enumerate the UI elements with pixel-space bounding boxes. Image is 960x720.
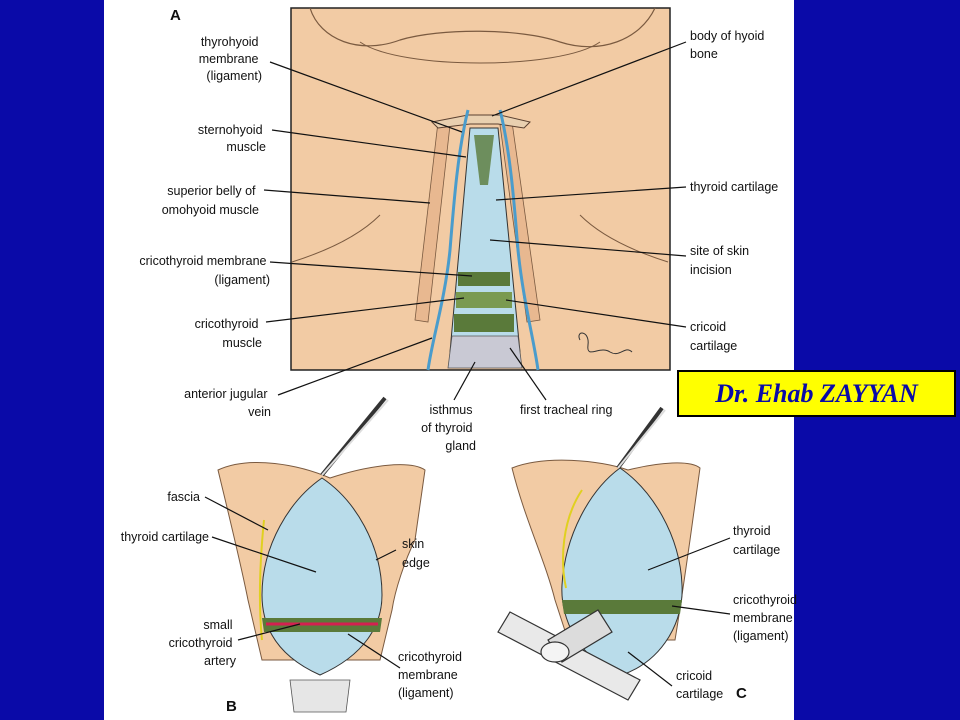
shoulder-right xyxy=(579,214,669,263)
author-credit-badge: Dr. Ehab ZAYYAN xyxy=(677,370,956,417)
leader-membrane-b xyxy=(347,633,401,669)
panel-letter-a: A xyxy=(170,7,181,24)
leader-cricothyroid-muscle xyxy=(265,297,465,323)
label-cricothyroid-muscle: cricothyroid muscle xyxy=(195,317,262,350)
label-cricothyroid-membrane-b: cricothyroid membrane (ligament) xyxy=(398,650,465,700)
tracheal-ring-band xyxy=(454,314,514,332)
panel-b-hook-highlight xyxy=(321,399,389,476)
leader-thyroid-c xyxy=(647,537,731,571)
leaders-c xyxy=(627,537,731,687)
shoulder-left xyxy=(291,214,381,263)
leader-hyoid xyxy=(491,41,687,117)
cricothyroid-membrane-band xyxy=(458,272,510,286)
label-thyroid-cartilage-b: thyroid cartilage xyxy=(121,530,209,544)
panel-c-hook-highlight xyxy=(617,409,666,469)
panel-c-fascia xyxy=(562,489,583,589)
leaders-b xyxy=(204,496,401,669)
leader-cricoid-c xyxy=(627,651,673,687)
leader-thyroid-cartilage xyxy=(495,186,687,201)
panel-c-tube-opening xyxy=(540,641,570,663)
chin-outline xyxy=(359,41,601,64)
label-cricothyroid-membrane-a: cricothyroid membrane (ligament) xyxy=(139,254,270,287)
panel-letter-b: B xyxy=(226,698,237,715)
label-thyrohyoid-membrane: thyrohyoid membrane (ligament) xyxy=(199,35,262,83)
illustrator-signature xyxy=(578,332,633,355)
leader-cricothyroid-membrane xyxy=(269,261,473,277)
leader-fascia xyxy=(204,496,269,531)
leader-thyrohyoid xyxy=(269,61,463,133)
label-isthmus: isthmus of thyroid gland xyxy=(421,403,476,453)
label-superior-belly: superior belly of omohyoid muscle xyxy=(162,184,259,217)
label-thyroid-cartilage-a: thyroid cartilage xyxy=(690,180,778,194)
leader-cricoid xyxy=(505,299,687,328)
label-fascia: fascia xyxy=(167,490,200,504)
jaw-outline xyxy=(309,7,656,48)
label-skin-edge: skin edge xyxy=(402,537,430,570)
left-jugular-vein xyxy=(426,109,470,371)
leader-skin-incision xyxy=(489,239,687,257)
leaders-a xyxy=(263,41,687,401)
label-site-of-skin: site of skin incision xyxy=(690,244,753,277)
right-jugular-vein xyxy=(498,109,540,371)
panel-b-fascia xyxy=(258,519,265,641)
panel-c xyxy=(497,406,701,701)
label-first-tracheal-ring: first tracheal ring xyxy=(520,403,612,417)
panel-b-trachea xyxy=(289,679,351,713)
leader-anterior-jugular xyxy=(277,337,433,396)
label-cricoid-cartilage-c: cricoid cartilage xyxy=(676,669,723,701)
label-thyroid-cartilage-c: thyroid cartilage xyxy=(733,524,780,557)
thyrohyoid-membrane-region xyxy=(474,135,494,185)
label-sternohyoid-muscle: sternohyoid muscle xyxy=(198,123,266,154)
label-body-of-hyoid: body of hyoid bone xyxy=(690,29,768,61)
label-small-artery: small cricothyroid artery xyxy=(169,618,237,668)
thyroid-isthmus xyxy=(447,335,523,369)
label-cricoid-cartilage-a: cricoid cartilage xyxy=(690,320,737,353)
leader-skin-edge xyxy=(375,549,397,561)
label-anterior-jugular: anterior jugular vein xyxy=(184,387,271,419)
leader-superior-belly xyxy=(263,189,431,204)
leader-membrane-c xyxy=(671,605,731,615)
panel-letter-c: C xyxy=(736,685,747,702)
panel-c-cricothyroid-membrane xyxy=(562,600,682,614)
leader-sternohyoid xyxy=(271,129,467,158)
leader-isthmus xyxy=(453,361,476,401)
label-cricothyroid-membrane-c: cricothyroid membrane (ligament) xyxy=(733,593,800,643)
cricoid-band xyxy=(456,292,512,308)
leader-small-artery xyxy=(237,623,301,641)
leader-thyroid-b xyxy=(211,536,317,573)
leader-first-ring xyxy=(509,347,547,401)
